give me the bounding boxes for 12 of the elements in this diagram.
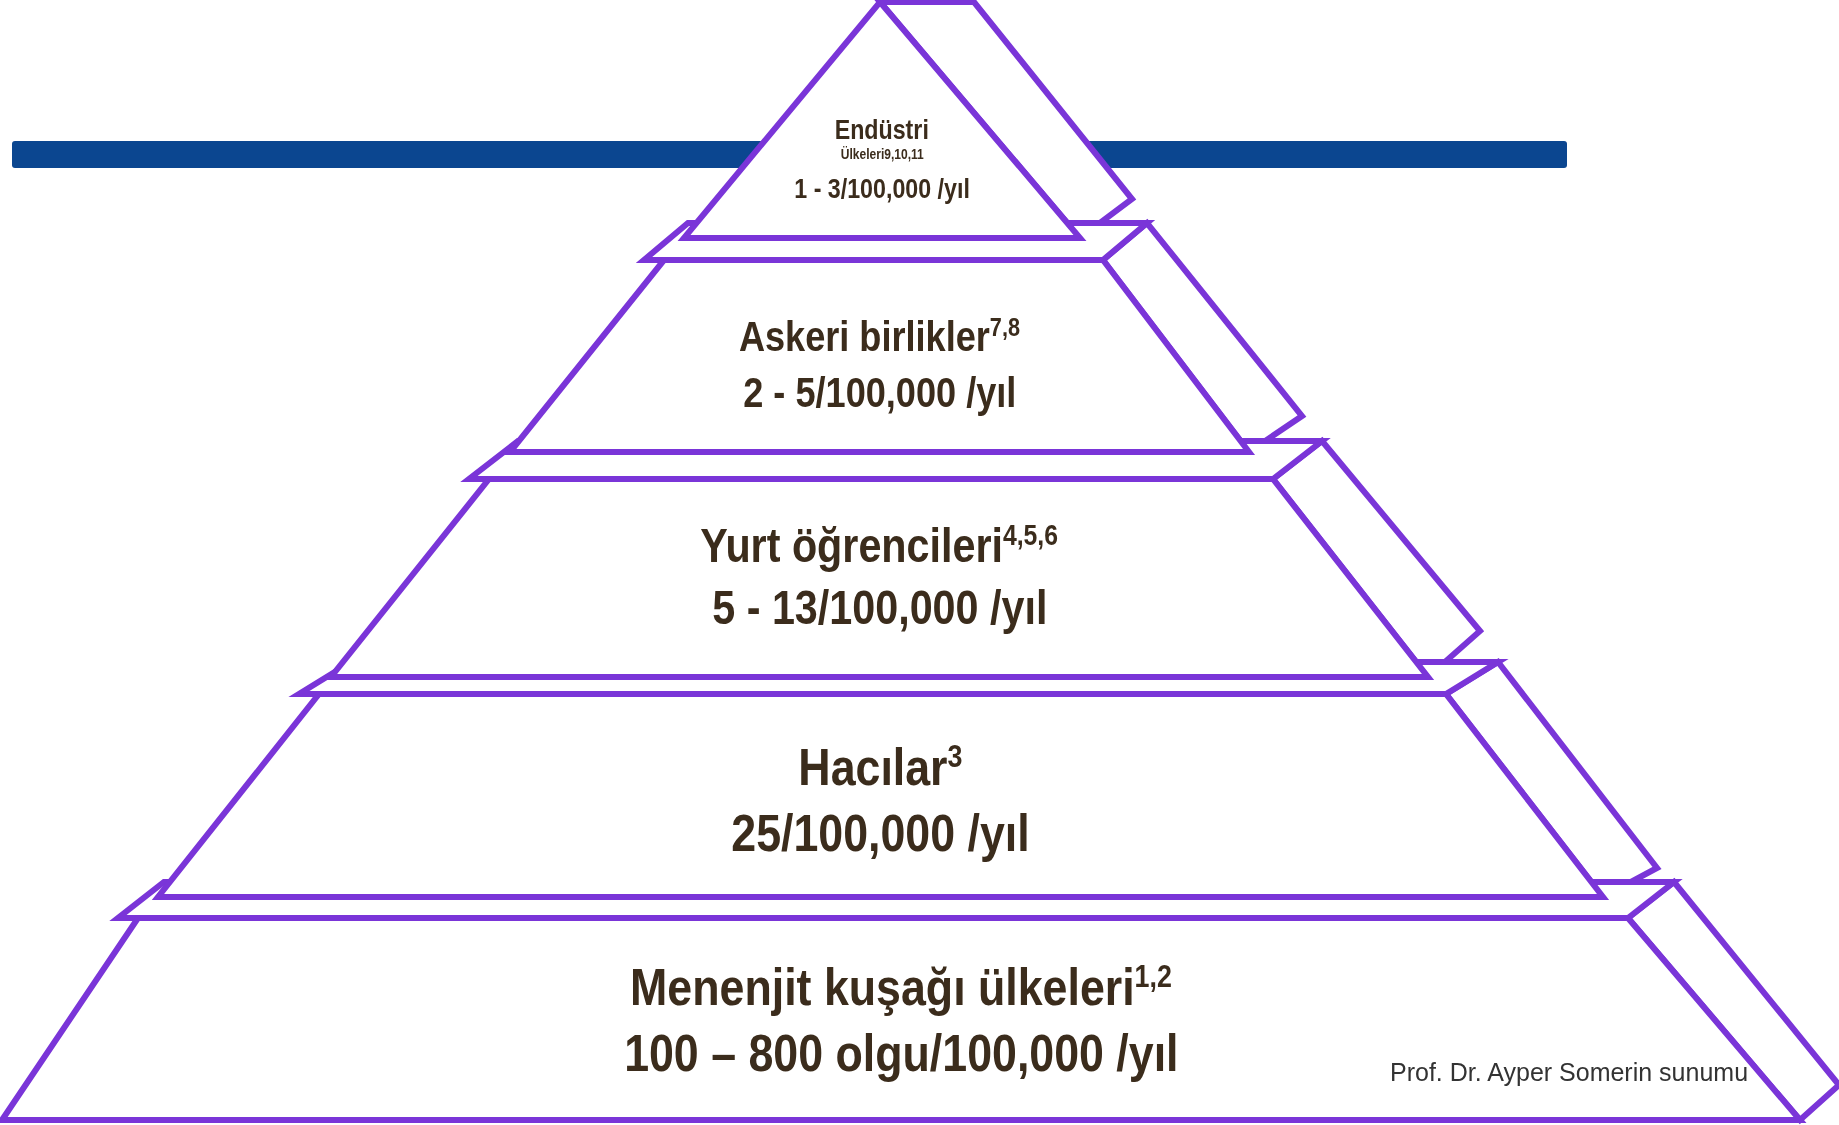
tier-text: 1 - 3/100,000 /yıl [794,173,970,206]
tier-text: Yurt öğrencileri$^{4,5,6}$ [700,518,1059,574]
tier-text: Ülkeleri9,10,11 [840,146,924,164]
tier-text: Askeri birlikler$^{7,8}$ [738,312,1021,362]
tier-text: 5 - 13/100,000 /yıl [711,579,1048,636]
tier-text: 2 - 5/100,000 /yıl [742,368,1017,419]
tier-text: Hacılar$^{3}$ [798,737,963,798]
tier-text: 25/100,000 /yıl [731,803,1030,865]
credit-note: Prof. Dr. Ayper Somerin sunumu [1390,1058,1749,1087]
tier-text: 100 – 800 olgu/100,000 /yıl [623,1023,1179,1085]
tier-text: Menenjit kuşağı ülkeleri$^{1,2}$ [630,957,1172,1018]
tier-text: Endüstri [834,114,930,146]
